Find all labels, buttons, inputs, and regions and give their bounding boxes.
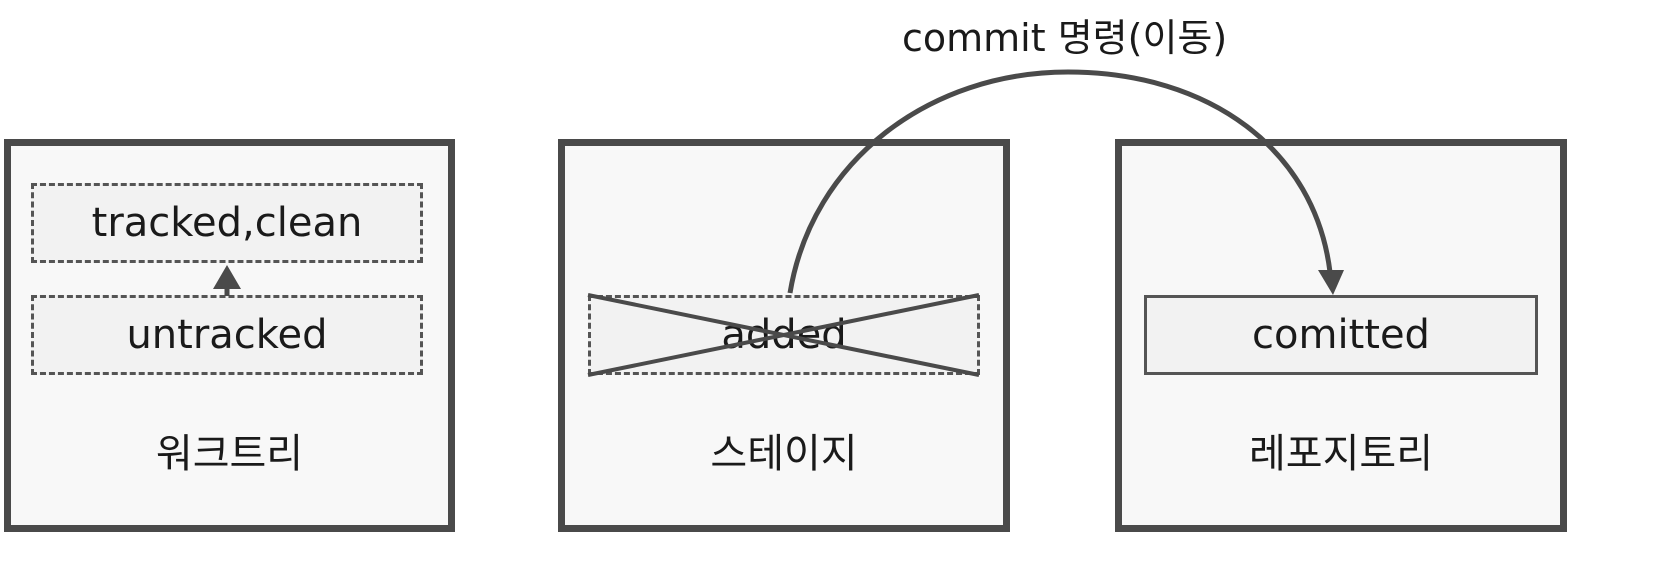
stage-label: 스테이지 bbox=[710, 431, 858, 477]
committed-box: comitted bbox=[1144, 295, 1538, 375]
worktree-label: 워크트리 bbox=[155, 431, 304, 477]
repository-label: 레포지토리 bbox=[1249, 431, 1433, 477]
added-box: added bbox=[588, 295, 980, 375]
tracked-clean-box: tracked,clean bbox=[31, 183, 423, 263]
untracked-box: untracked bbox=[31, 295, 423, 375]
commit-arrow-caption: commit 명령(이동) bbox=[902, 16, 1228, 60]
